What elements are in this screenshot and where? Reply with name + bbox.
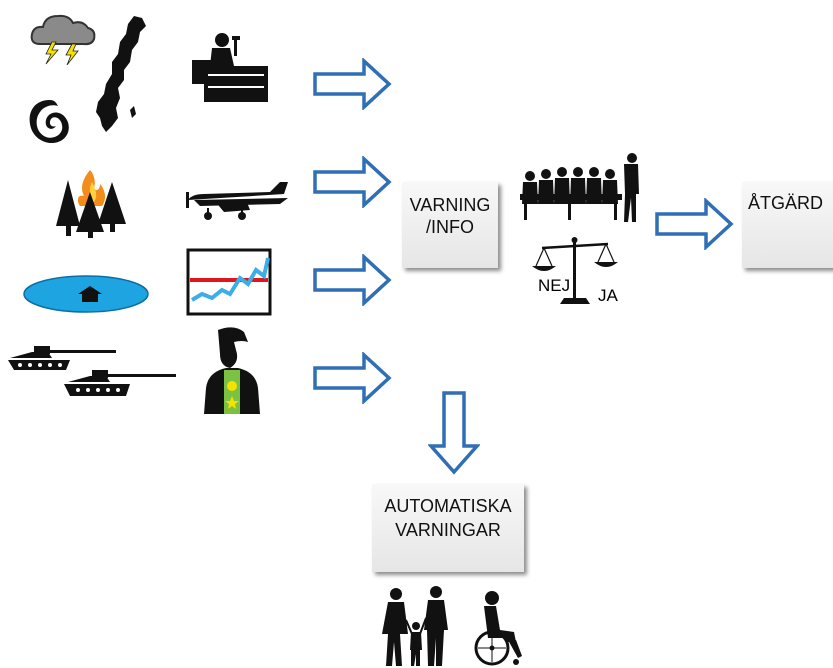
right-arrow-4 (313, 352, 392, 404)
scales-icon (532, 237, 618, 304)
right-arrow-2 (313, 156, 392, 208)
sweden-map-icon (96, 16, 146, 132)
action-box-label: ÅTGÄRD (748, 193, 824, 213)
right-arrow-1 (313, 58, 392, 110)
automatic-warnings-box: AUTOMATISKA VARNINGAR (372, 484, 524, 572)
monitoring-chart-icon (186, 248, 272, 316)
warning-box-line1: VARNING (409, 195, 491, 215)
forest-fire-icon (56, 170, 126, 238)
automatic-box-line2: VARNINGAR (395, 520, 501, 540)
tank-icon (8, 346, 176, 396)
wheelchair-user-icon (474, 591, 522, 666)
action-box: ÅTGÄRD (742, 182, 833, 268)
family-icon (382, 586, 448, 666)
desk-operator-icon (192, 33, 268, 102)
warning-box-line2: /INFO (426, 217, 474, 237)
cyclone-icon (29, 100, 69, 144)
scales-left-label: NEJ (538, 276, 571, 295)
right-arrow-3 (313, 254, 392, 306)
automatic-box-line1: AUTOMATISKA (384, 496, 512, 516)
airplane-icon (186, 182, 288, 220)
scales-right-label: JA (598, 286, 618, 305)
flooded-house-icon (23, 275, 149, 313)
meeting-group-icon (520, 153, 639, 222)
storm-cloud-icon (30, 14, 96, 65)
military-officer-icon (204, 327, 260, 414)
right-arrow-to-action (655, 198, 734, 250)
warning-box: VARNING /INFO (402, 182, 498, 268)
down-arrow (428, 391, 480, 475)
